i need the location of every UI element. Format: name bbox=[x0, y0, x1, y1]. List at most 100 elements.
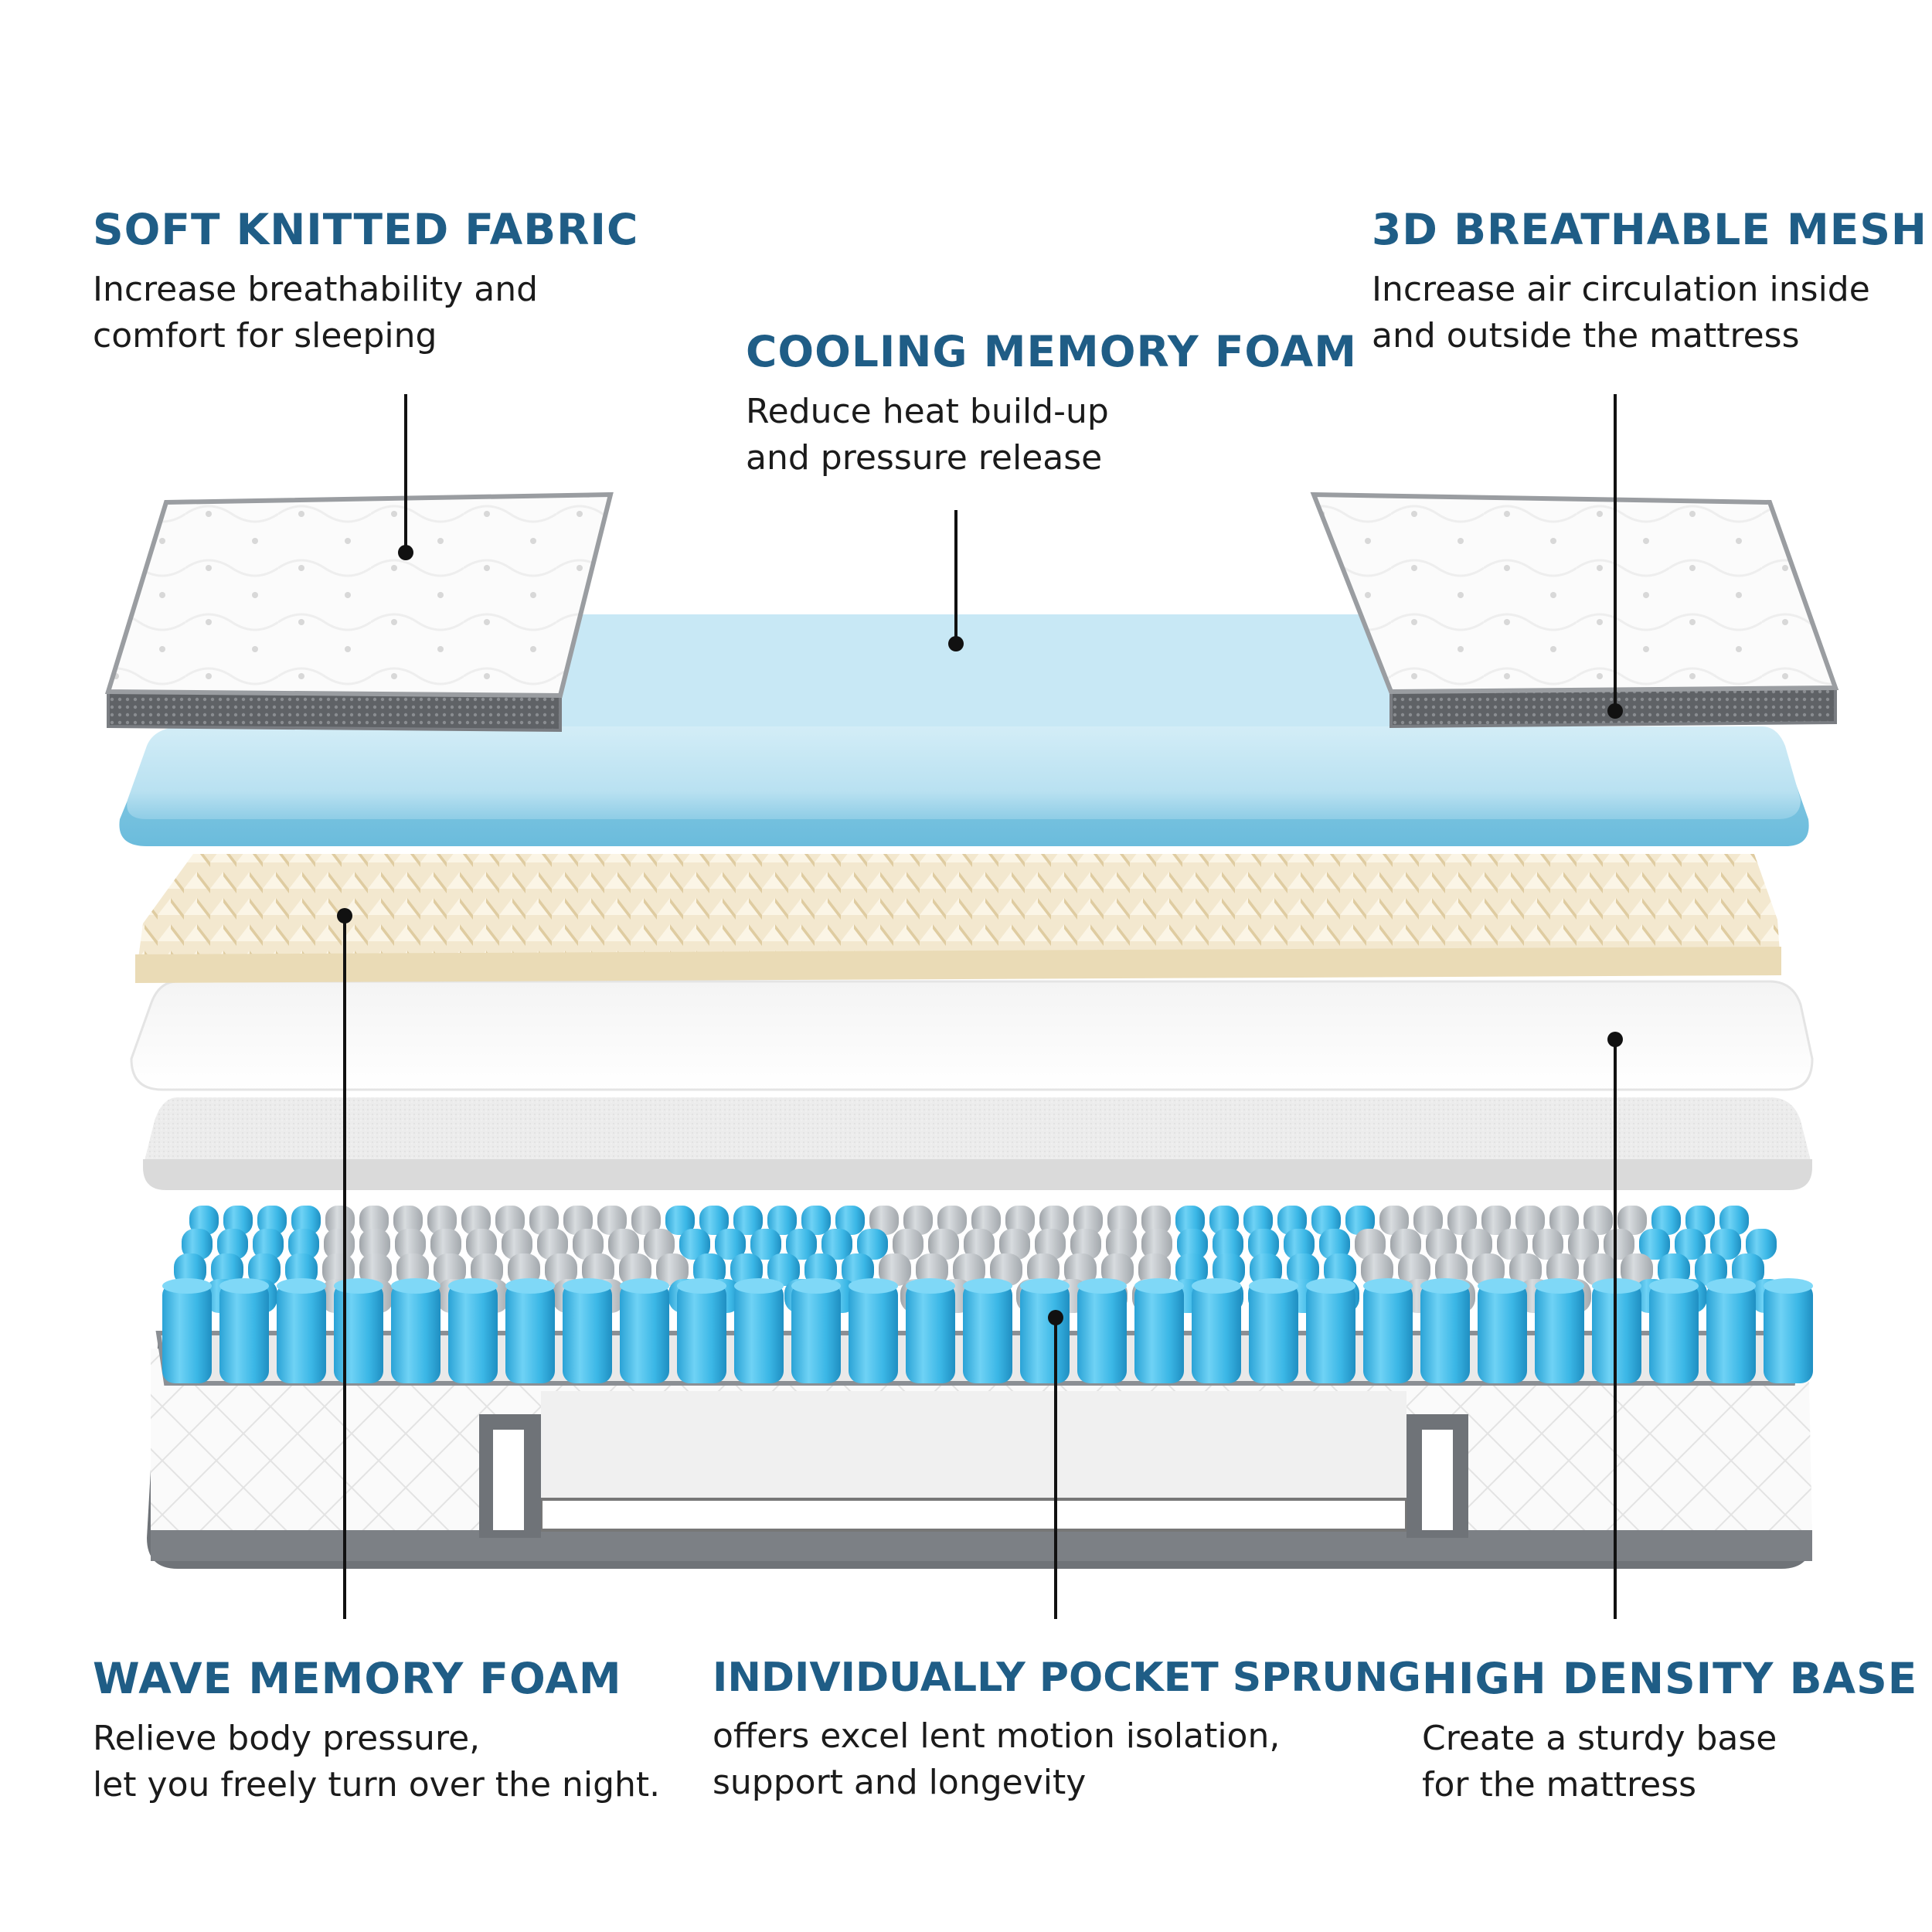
pocket-spring bbox=[1515, 1206, 1545, 1235]
wave-memory-foam-layer bbox=[135, 854, 1781, 983]
pocket-spring bbox=[248, 1253, 281, 1286]
callout-title: INDIVIDUALLY POCKET SPRUNG bbox=[713, 1655, 1421, 1701]
pocket-spring-top bbox=[219, 1278, 269, 1294]
callout-description: Relieve body pressure, let you freely tu… bbox=[93, 1716, 660, 1808]
pocket-spring bbox=[715, 1229, 746, 1260]
cooling-memory-foam-layer bbox=[119, 614, 1809, 846]
pocket-spring bbox=[734, 1283, 784, 1383]
pocket-spring bbox=[730, 1253, 763, 1286]
pocket-spring bbox=[508, 1253, 540, 1286]
description-line: Create a sturdy base bbox=[1422, 1719, 1777, 1758]
pocket-spring-top bbox=[1764, 1278, 1813, 1294]
description-line: and outside the mattress bbox=[1372, 316, 1800, 355]
pocket-spring bbox=[791, 1283, 841, 1383]
pocket-spring-top bbox=[906, 1278, 955, 1294]
callout-title: 3D BREATHABLE MESH bbox=[1372, 205, 1927, 254]
pocket-spring bbox=[563, 1206, 593, 1235]
pocket-spring bbox=[1447, 1206, 1477, 1235]
pocket-spring bbox=[359, 1229, 390, 1260]
pocket-spring-top bbox=[1192, 1278, 1241, 1294]
pocket-spring bbox=[963, 1283, 1012, 1383]
leader-lines bbox=[337, 394, 1623, 1619]
pocket-spring bbox=[1568, 1229, 1599, 1260]
pocket-spring bbox=[990, 1253, 1022, 1286]
pocket-spring bbox=[1035, 1229, 1066, 1260]
pocket-spring bbox=[619, 1253, 651, 1286]
white-comfort-layer bbox=[130, 980, 1814, 1091]
pocket-spring bbox=[395, 1229, 426, 1260]
callout-title: COOLING MEMORY FOAM bbox=[746, 327, 1357, 376]
pocket-spring bbox=[906, 1283, 955, 1383]
pocket-spring-top bbox=[277, 1278, 326, 1294]
pocket-spring bbox=[1064, 1253, 1097, 1286]
pocket-spring bbox=[334, 1283, 383, 1383]
callout-title: HIGH DENSITY BASE bbox=[1422, 1654, 1918, 1703]
pocket-spring bbox=[999, 1229, 1030, 1260]
callout-title: SOFT KNITTED FABRIC bbox=[93, 205, 639, 254]
pocket-spring-top bbox=[849, 1278, 898, 1294]
pocket-spring-top bbox=[162, 1278, 212, 1294]
pocket-spring bbox=[857, 1229, 888, 1260]
pocket-spring bbox=[505, 1283, 555, 1383]
pocket-spring bbox=[1284, 1229, 1315, 1260]
pocket-spring bbox=[733, 1206, 763, 1235]
pocket-spring-top bbox=[1649, 1278, 1699, 1294]
pocket-spring bbox=[430, 1229, 461, 1260]
callout-description: offers excel lent motion isolation, supp… bbox=[713, 1713, 1421, 1806]
pocket-spring bbox=[1277, 1206, 1307, 1235]
pocket-spring bbox=[1345, 1206, 1375, 1235]
pocket-spring bbox=[1621, 1253, 1653, 1286]
pocket-spring bbox=[1141, 1206, 1171, 1235]
pocket-spring bbox=[393, 1206, 423, 1235]
pocket-spring-top bbox=[1306, 1278, 1355, 1294]
pocket-spring bbox=[1175, 1253, 1208, 1286]
pocket-spring bbox=[1675, 1229, 1706, 1260]
pocket-spring bbox=[1461, 1229, 1492, 1260]
pocket-spring bbox=[1355, 1229, 1386, 1260]
pocket-spring bbox=[1719, 1206, 1749, 1235]
pocket-spring bbox=[767, 1253, 800, 1286]
pocket-spring-top bbox=[791, 1278, 841, 1294]
pocket-spring bbox=[1658, 1253, 1690, 1286]
pocket-spring bbox=[396, 1253, 429, 1286]
pocket-spring bbox=[359, 1206, 389, 1235]
callout-description: Reduce heat build-up and pressure releas… bbox=[746, 389, 1357, 481]
pocket-spring bbox=[1324, 1253, 1356, 1286]
pocket-spring bbox=[916, 1253, 948, 1286]
pocket-spring bbox=[1617, 1206, 1647, 1235]
pocket-spring bbox=[1020, 1283, 1070, 1383]
pocket-spring bbox=[1478, 1283, 1527, 1383]
pocket-spring bbox=[1248, 1229, 1279, 1260]
pocket-spring-top bbox=[1134, 1278, 1184, 1294]
pocket-spring-top bbox=[334, 1278, 383, 1294]
pocket-spring bbox=[1363, 1283, 1413, 1383]
pocket-spring-top bbox=[1535, 1278, 1584, 1294]
pocket-spring bbox=[288, 1229, 319, 1260]
pocket-spring-top bbox=[677, 1278, 726, 1294]
pocket-spring bbox=[1549, 1206, 1579, 1235]
pocket-spring bbox=[324, 1229, 355, 1260]
pocket-spring bbox=[869, 1206, 899, 1235]
pocket-spring bbox=[767, 1206, 797, 1235]
pocket-spring bbox=[804, 1253, 837, 1286]
pocket-spring bbox=[1361, 1253, 1393, 1286]
pocket-spring bbox=[471, 1253, 503, 1286]
pocket-spring bbox=[1685, 1206, 1715, 1235]
pocket-spring bbox=[1319, 1229, 1350, 1260]
pocket-spring bbox=[582, 1253, 614, 1286]
pocket-spring-top bbox=[1249, 1278, 1298, 1294]
callout-title: WAVE MEMORY FOAM bbox=[93, 1654, 622, 1703]
pocket-spring bbox=[1311, 1206, 1341, 1235]
pocket-spring bbox=[971, 1206, 1001, 1235]
pocket-spring bbox=[359, 1253, 392, 1286]
pocket-spring bbox=[1546, 1253, 1579, 1286]
pocket-spring bbox=[1027, 1253, 1060, 1286]
pocket-spring bbox=[1107, 1206, 1137, 1235]
pocket-spring bbox=[620, 1283, 669, 1383]
description-line: let you freely turn over the night. bbox=[93, 1765, 661, 1804]
pocket-spring bbox=[693, 1253, 726, 1286]
pocket-spring bbox=[631, 1206, 661, 1235]
callout-description: Increase breathability and comfort for s… bbox=[93, 267, 638, 359]
pocket-spring-top bbox=[1420, 1278, 1470, 1294]
